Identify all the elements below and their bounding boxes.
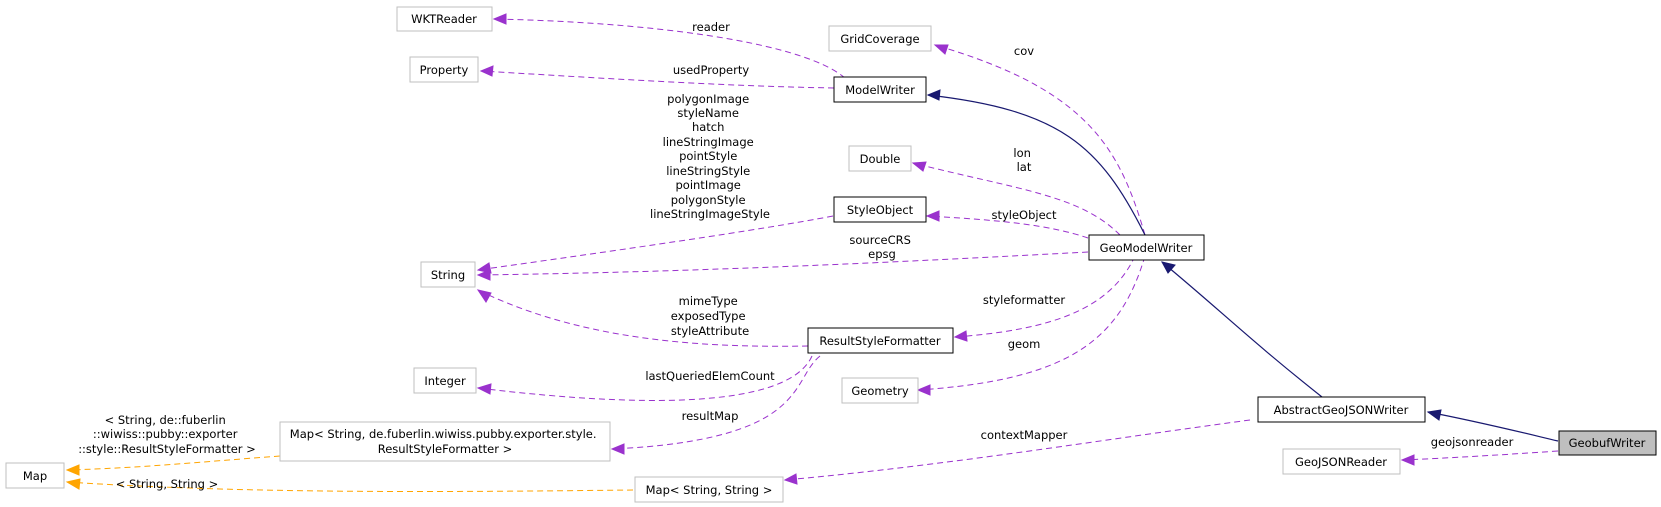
edge-sourcecrs	[476, 251, 1089, 281]
edge-inherit-abstractgeojsonwriter	[1426, 409, 1559, 442]
edge-inherit-modelwriter	[926, 89, 1146, 236]
label-string-fields: polygonImage styleName hatch lineStringI…	[650, 92, 770, 221]
svg-text:String: String	[431, 268, 465, 282]
edge-reader	[492, 13, 846, 79]
svg-text:WKTReader: WKTReader	[411, 12, 477, 26]
edge-lonlat	[911, 161, 1121, 236]
edge-usedproperty	[479, 65, 835, 89]
edge-template-rsf	[65, 455, 281, 476]
node-double[interactable]: Double	[848, 145, 912, 172]
svg-text:Integer: Integer	[424, 374, 466, 388]
label-geojsonreader: geojsonreader	[1431, 435, 1514, 449]
edge-template-ss	[65, 478, 634, 493]
label-usedproperty: usedProperty	[673, 63, 750, 77]
node-resultstyleformatter[interactable]: ResultStyleFormatter	[807, 327, 954, 354]
svg-text:Property: Property	[420, 63, 469, 77]
svg-text:Map< String, String >: Map< String, String >	[646, 483, 773, 497]
node-modelwriter[interactable]: ModelWriter	[833, 76, 927, 103]
node-string[interactable]: String	[420, 261, 476, 288]
label-cov: cov	[1014, 44, 1034, 58]
node-gridcoverage[interactable]: GridCoverage	[828, 25, 932, 52]
node-integer[interactable]: Integer	[413, 367, 477, 394]
edge-geojsonreader	[1400, 450, 1559, 466]
svg-text:AbstractGeoJSONWriter: AbstractGeoJSONWriter	[1274, 403, 1409, 417]
label-styleobject: styleObject	[991, 208, 1057, 222]
edge-lastqueried	[476, 355, 813, 401]
svg-text:Map< String, de.fuberlin.wiwis: Map< String, de.fuberlin.wiwiss.pubby.ex…	[290, 427, 600, 456]
node-abstractgeojsonwriter[interactable]: AbstractGeoJSONWriter	[1257, 396, 1426, 423]
node-map[interactable]: Map	[5, 462, 65, 489]
node-wktreader[interactable]: WKTReader	[396, 6, 493, 32]
svg-text:GridCoverage: GridCoverage	[840, 32, 919, 46]
svg-text:Map: Map	[23, 469, 47, 483]
svg-text:StyleObject: StyleObject	[847, 203, 914, 217]
node-geometry[interactable]: Geometry	[841, 377, 919, 404]
node-geobufwriter[interactable]: GeobufWriter	[1558, 430, 1657, 456]
edge-string-fields	[476, 215, 834, 274]
label-geom: geom	[1008, 337, 1041, 351]
label-resultmap: resultMap	[682, 409, 739, 423]
svg-text:Double: Double	[860, 152, 901, 166]
label-template-ss: < String, String >	[116, 477, 219, 491]
label-contextmapper: contextMapper	[981, 428, 1068, 442]
label-mimetype: mimeType exposedType styleAttribute	[671, 294, 749, 338]
svg-text:GeoModelWriter: GeoModelWriter	[1100, 241, 1193, 255]
node-property[interactable]: Property	[409, 56, 479, 83]
edge-inherit-geomodelwriter	[1161, 261, 1323, 398]
svg-text:ModelWriter: ModelWriter	[845, 83, 915, 97]
label-styleformatter: styleformatter	[983, 293, 1066, 307]
label-lonlat: lon lat	[1013, 146, 1034, 174]
svg-text:Geometry: Geometry	[851, 384, 909, 398]
edge-geom	[916, 255, 1146, 396]
edge-cov	[933, 44, 1146, 236]
label-sourcecrs: sourceCRS epsg	[849, 233, 914, 261]
edge-contextmapper	[783, 419, 1251, 485]
node-map-string-string[interactable]: Map< String, String >	[634, 476, 784, 503]
label-lastqueried: lastQueriedElemCount	[645, 369, 775, 383]
node-geojsonreader[interactable]: GeoJSONReader	[1282, 448, 1401, 475]
svg-text:GeobufWriter: GeobufWriter	[1569, 436, 1646, 450]
node-geomodelwriter[interactable]: GeoModelWriter	[1088, 234, 1205, 261]
label-template-rsf: < String, de::fuberlin ::wiwiss::pubby::…	[78, 413, 256, 456]
edge-mimetype	[476, 289, 809, 347]
edge-styleformatter	[953, 255, 1136, 342]
edge-styleobject	[925, 210, 1089, 239]
svg-text:GeoJSONReader: GeoJSONReader	[1295, 455, 1387, 469]
label-reader: reader	[692, 20, 730, 34]
svg-text:ResultStyleFormatter: ResultStyleFormatter	[819, 334, 941, 348]
node-map-resultstyleformatter[interactable]: Map< String, de.fuberlin.wiwiss.pubby.ex…	[279, 421, 611, 462]
edge-resultmap	[610, 355, 821, 455]
node-styleobject[interactable]: StyleObject	[833, 196, 927, 223]
